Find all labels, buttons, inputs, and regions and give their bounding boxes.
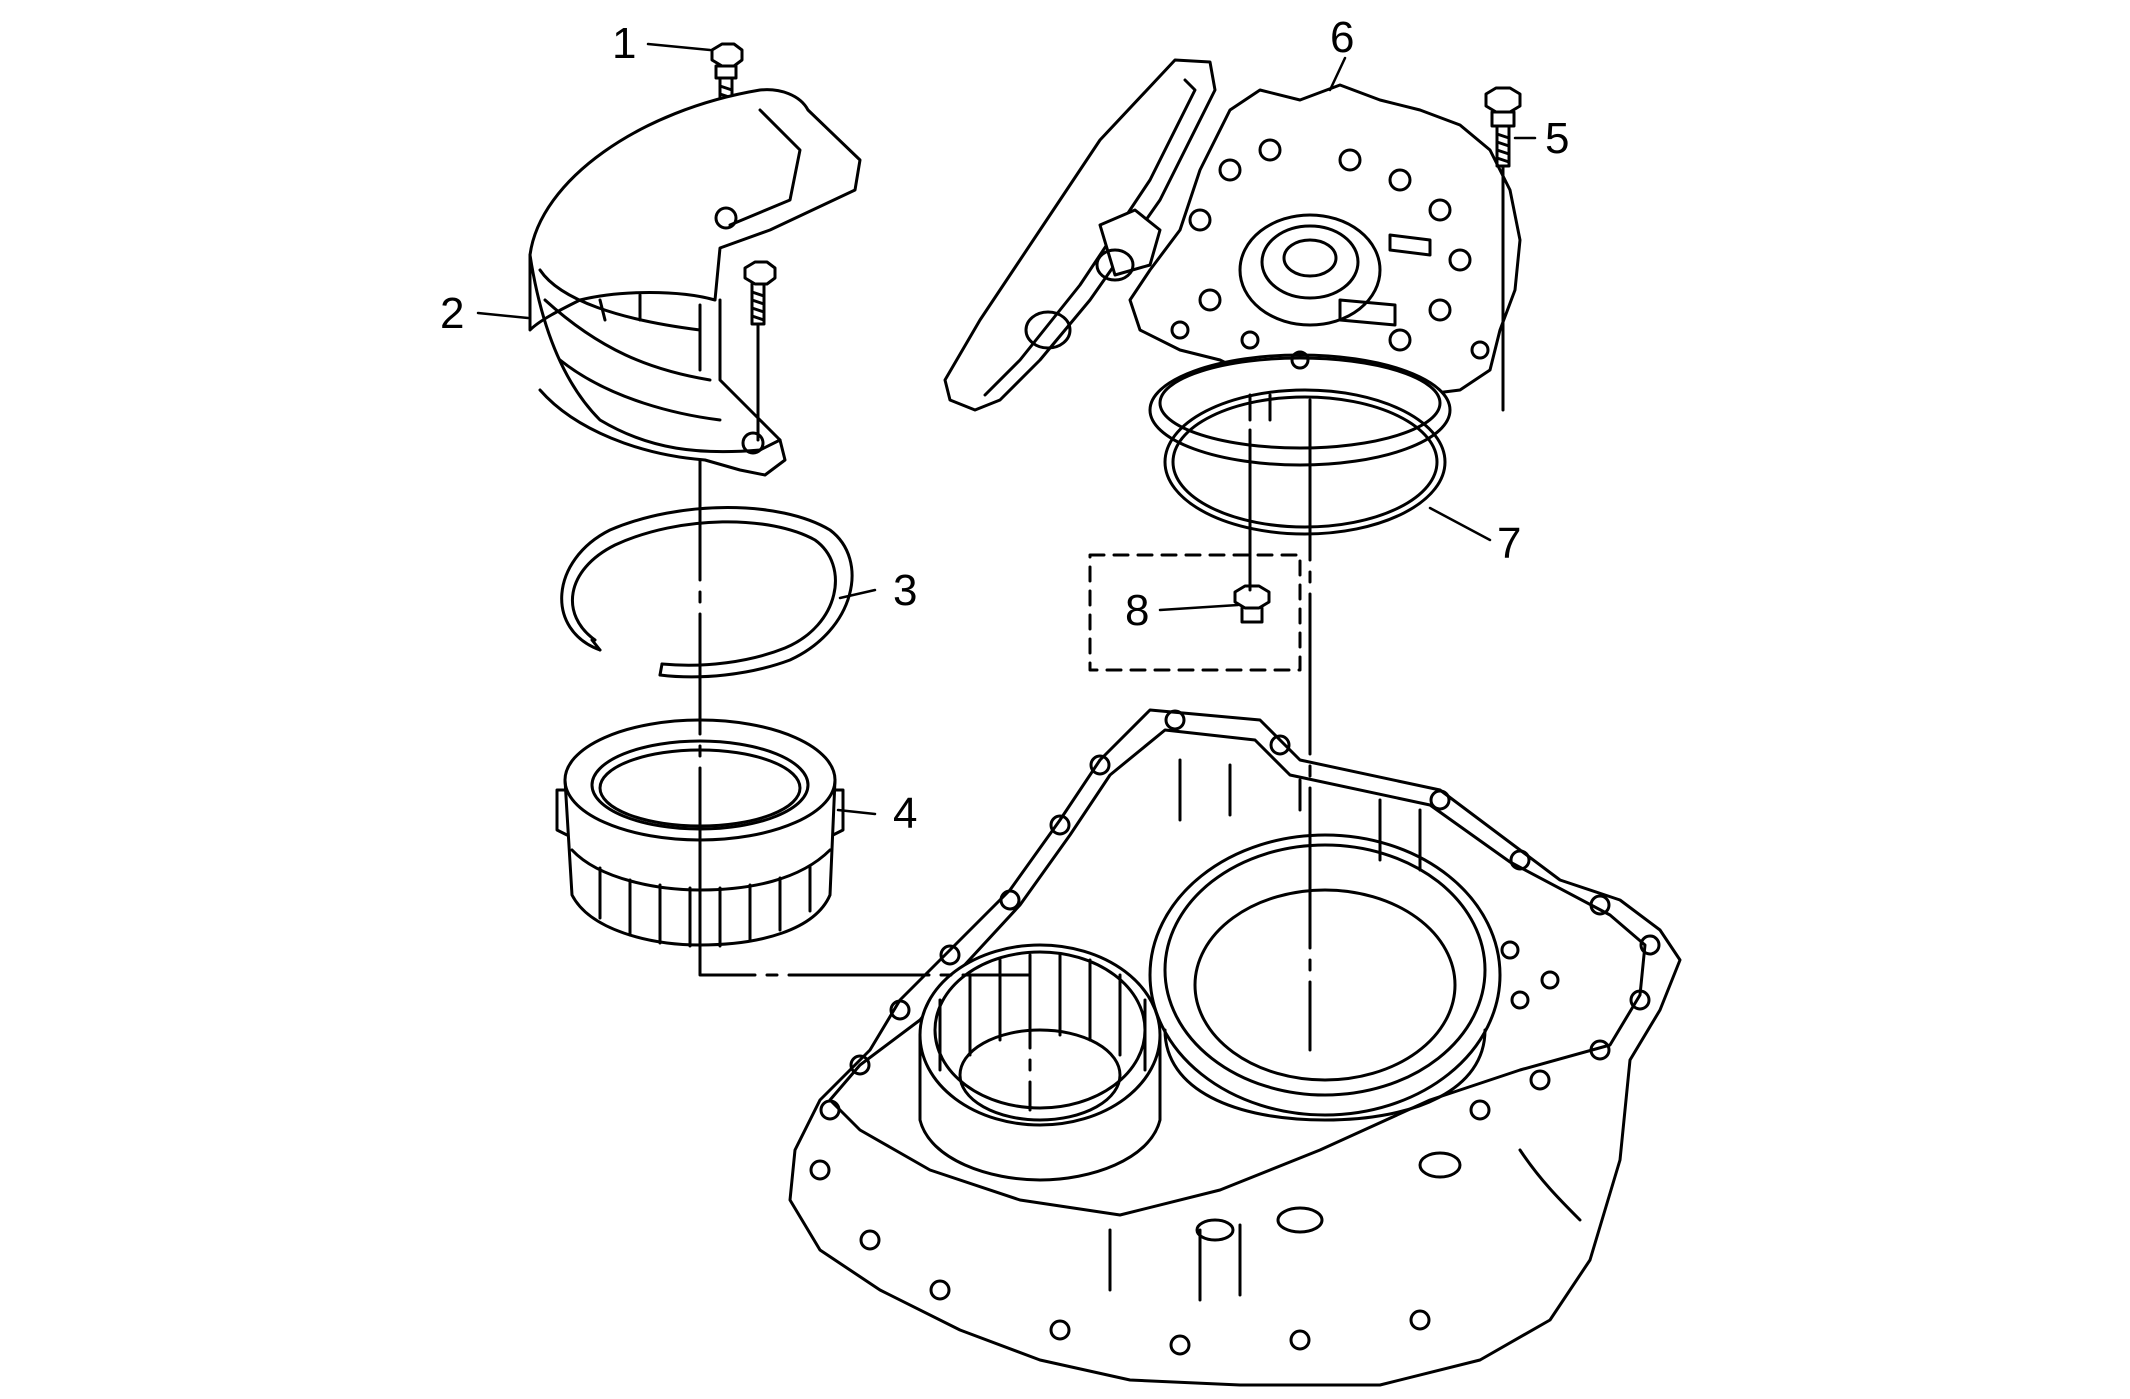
- seal-ring-part-7: [1163, 388, 1447, 536]
- leader-lines: [476, 42, 1537, 816]
- transmission-case: [788, 708, 1682, 1387]
- callout-3: 3: [893, 566, 917, 615]
- shield-part-2: [528, 88, 862, 477]
- callout-4: 4: [893, 789, 917, 838]
- callout-1: 1: [612, 19, 636, 68]
- valve-body-part-6: [943, 58, 1522, 467]
- callout-8: 8: [1125, 586, 1149, 635]
- alignment-lines: [698, 398, 1312, 1112]
- callout-6: 6: [1330, 13, 1354, 62]
- callout-labels: 1 2 3 4 5 6 7 8: [440, 13, 1569, 838]
- bolt-part-5: [1484, 86, 1522, 412]
- snap-ring-part-3: [560, 506, 854, 679]
- callout-5: 5: [1545, 114, 1569, 163]
- clip-part-8: [1088, 428, 1302, 672]
- callout-7: 7: [1497, 519, 1521, 568]
- callout-2: 2: [440, 289, 464, 338]
